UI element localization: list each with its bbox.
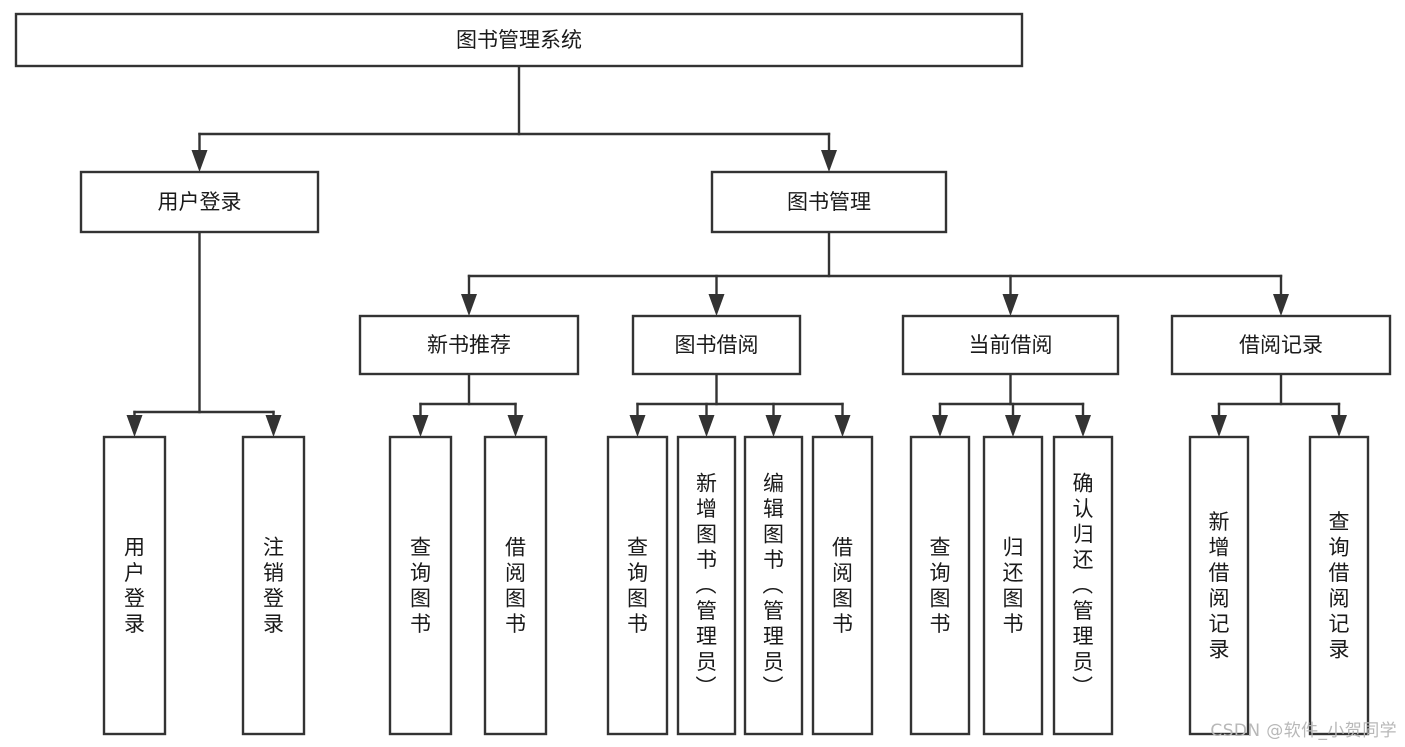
arrow-head-icon bbox=[412, 415, 429, 437]
node-box[interactable] bbox=[1188, 435, 1250, 736]
node-label: 编辑图书（管理员） bbox=[763, 472, 785, 700]
node-leaf-cur-query[interactable]: 查询图书 bbox=[909, 435, 971, 736]
csdn-watermark: CSDN @软件_小贺同学 bbox=[1210, 721, 1397, 741]
connector-group-book_borrow bbox=[629, 372, 851, 437]
node-box[interactable] bbox=[1308, 435, 1370, 736]
arrow-head-icon bbox=[1002, 294, 1019, 316]
node-box[interactable] bbox=[606, 435, 669, 736]
connector-group-new_book_rec bbox=[412, 372, 524, 437]
node-leaf-rec-add[interactable]: 新增借阅记录 bbox=[1188, 435, 1250, 736]
node-leaf-borrow-do[interactable]: 借阅图书 bbox=[811, 435, 874, 736]
node-box[interactable] bbox=[14, 12, 1024, 68]
connector-group-user_login bbox=[126, 230, 282, 437]
node-label: 用户登录 bbox=[124, 535, 145, 636]
node-label: 查询图书 bbox=[410, 535, 431, 636]
node-leaf-borrow-edit[interactable]: 编辑图书（管理员） bbox=[743, 435, 804, 736]
node-box[interactable] bbox=[982, 435, 1044, 736]
node-book-borrow[interactable]: 图书借阅 bbox=[631, 314, 802, 376]
node-label: 图书管理系统 bbox=[456, 28, 582, 52]
node-box[interactable] bbox=[358, 314, 580, 376]
node-box[interactable] bbox=[483, 435, 548, 736]
node-box[interactable] bbox=[811, 435, 874, 736]
arrow-head-icon bbox=[932, 415, 948, 437]
node-box[interactable] bbox=[388, 435, 453, 736]
node-box[interactable] bbox=[710, 170, 948, 234]
node-new-book-rec[interactable]: 新书推荐 bbox=[358, 314, 580, 376]
arrow-head-icon bbox=[1331, 415, 1347, 437]
node-leaf-cur-return[interactable]: 归还图书 bbox=[982, 435, 1044, 736]
connector-group-book_manage bbox=[461, 230, 1289, 316]
node-borrow-record[interactable]: 借阅记录 bbox=[1170, 314, 1392, 376]
node-box[interactable] bbox=[909, 435, 971, 736]
node-box[interactable] bbox=[901, 314, 1120, 376]
node-label: 用户登录 bbox=[158, 190, 242, 214]
node-box[interactable] bbox=[241, 435, 306, 736]
node-leaf-rec-borrow[interactable]: 借阅图书 bbox=[483, 435, 548, 736]
node-leaf-rec-query[interactable]: 查询图书 bbox=[388, 435, 453, 736]
node-label: 当前借阅 bbox=[969, 333, 1053, 357]
arrow-head-icon bbox=[765, 415, 782, 437]
node-leaf-borrow-add[interactable]: 新增图书（管理员） bbox=[676, 435, 737, 736]
node-box[interactable] bbox=[743, 435, 804, 736]
node-leaf-rec-search[interactable]: 查询借阅记录 bbox=[1308, 435, 1370, 736]
node-label: 借阅图书 bbox=[505, 535, 526, 636]
node-layer: 图书管理系统用户登录图书管理新书推荐图书借阅当前借阅借阅记录用户登录注销登录查询… bbox=[14, 12, 1392, 736]
arrow-head-icon bbox=[1273, 294, 1289, 316]
arrow-head-icon bbox=[126, 415, 143, 437]
arrow-head-icon bbox=[507, 415, 524, 437]
connector-layer bbox=[126, 64, 1347, 437]
arrow-head-icon bbox=[698, 415, 715, 437]
node-current-borrow[interactable]: 当前借阅 bbox=[901, 314, 1120, 376]
arrow-head-icon bbox=[1075, 415, 1091, 437]
arrow-head-icon bbox=[1005, 415, 1021, 437]
node-book-manage[interactable]: 图书管理 bbox=[710, 170, 948, 234]
connector-group-current_borrow bbox=[932, 372, 1091, 437]
node-label: 新增借阅记录 bbox=[1209, 510, 1230, 662]
node-box[interactable] bbox=[102, 435, 167, 736]
connector-group-borrow_record bbox=[1211, 372, 1347, 437]
connector-group-root bbox=[191, 64, 837, 172]
node-box[interactable] bbox=[1052, 435, 1114, 736]
node-label: 借阅记录 bbox=[1239, 333, 1323, 357]
arrow-head-icon bbox=[821, 150, 837, 172]
arrow-head-icon bbox=[461, 294, 477, 316]
arrow-head-icon bbox=[708, 294, 725, 316]
node-leaf-borrow-query[interactable]: 查询图书 bbox=[606, 435, 669, 736]
node-box[interactable] bbox=[79, 170, 320, 234]
node-label: 借阅图书 bbox=[832, 535, 853, 636]
node-user-login[interactable]: 用户登录 bbox=[79, 170, 320, 234]
arrow-head-icon bbox=[1211, 415, 1227, 437]
node-box[interactable] bbox=[631, 314, 802, 376]
node-label: 归还图书 bbox=[1003, 535, 1024, 636]
node-label: 新增图书（管理员） bbox=[696, 472, 718, 700]
node-label: 查询图书 bbox=[930, 535, 951, 636]
node-leaf-logout[interactable]: 注销登录 bbox=[241, 435, 306, 736]
arrow-head-icon bbox=[834, 415, 851, 437]
arrow-head-icon bbox=[191, 150, 208, 172]
node-label: 新书推荐 bbox=[427, 333, 511, 357]
node-leaf-cur-confirm[interactable]: 确认归还（管理员） bbox=[1052, 435, 1114, 736]
node-leaf-user-login[interactable]: 用户登录 bbox=[102, 435, 167, 736]
node-label: 确认归还（管理员） bbox=[1072, 472, 1094, 700]
node-label: 图书管理 bbox=[787, 190, 871, 214]
node-root[interactable]: 图书管理系统 bbox=[14, 12, 1024, 68]
node-label: 注销登录 bbox=[263, 535, 284, 636]
node-box[interactable] bbox=[1170, 314, 1392, 376]
node-label: 查询借阅记录 bbox=[1329, 510, 1350, 662]
arrow-head-icon bbox=[265, 415, 282, 437]
node-box[interactable] bbox=[676, 435, 737, 736]
arrow-head-icon bbox=[629, 415, 646, 437]
node-label: 图书借阅 bbox=[675, 333, 759, 357]
node-label: 查询图书 bbox=[627, 535, 648, 636]
